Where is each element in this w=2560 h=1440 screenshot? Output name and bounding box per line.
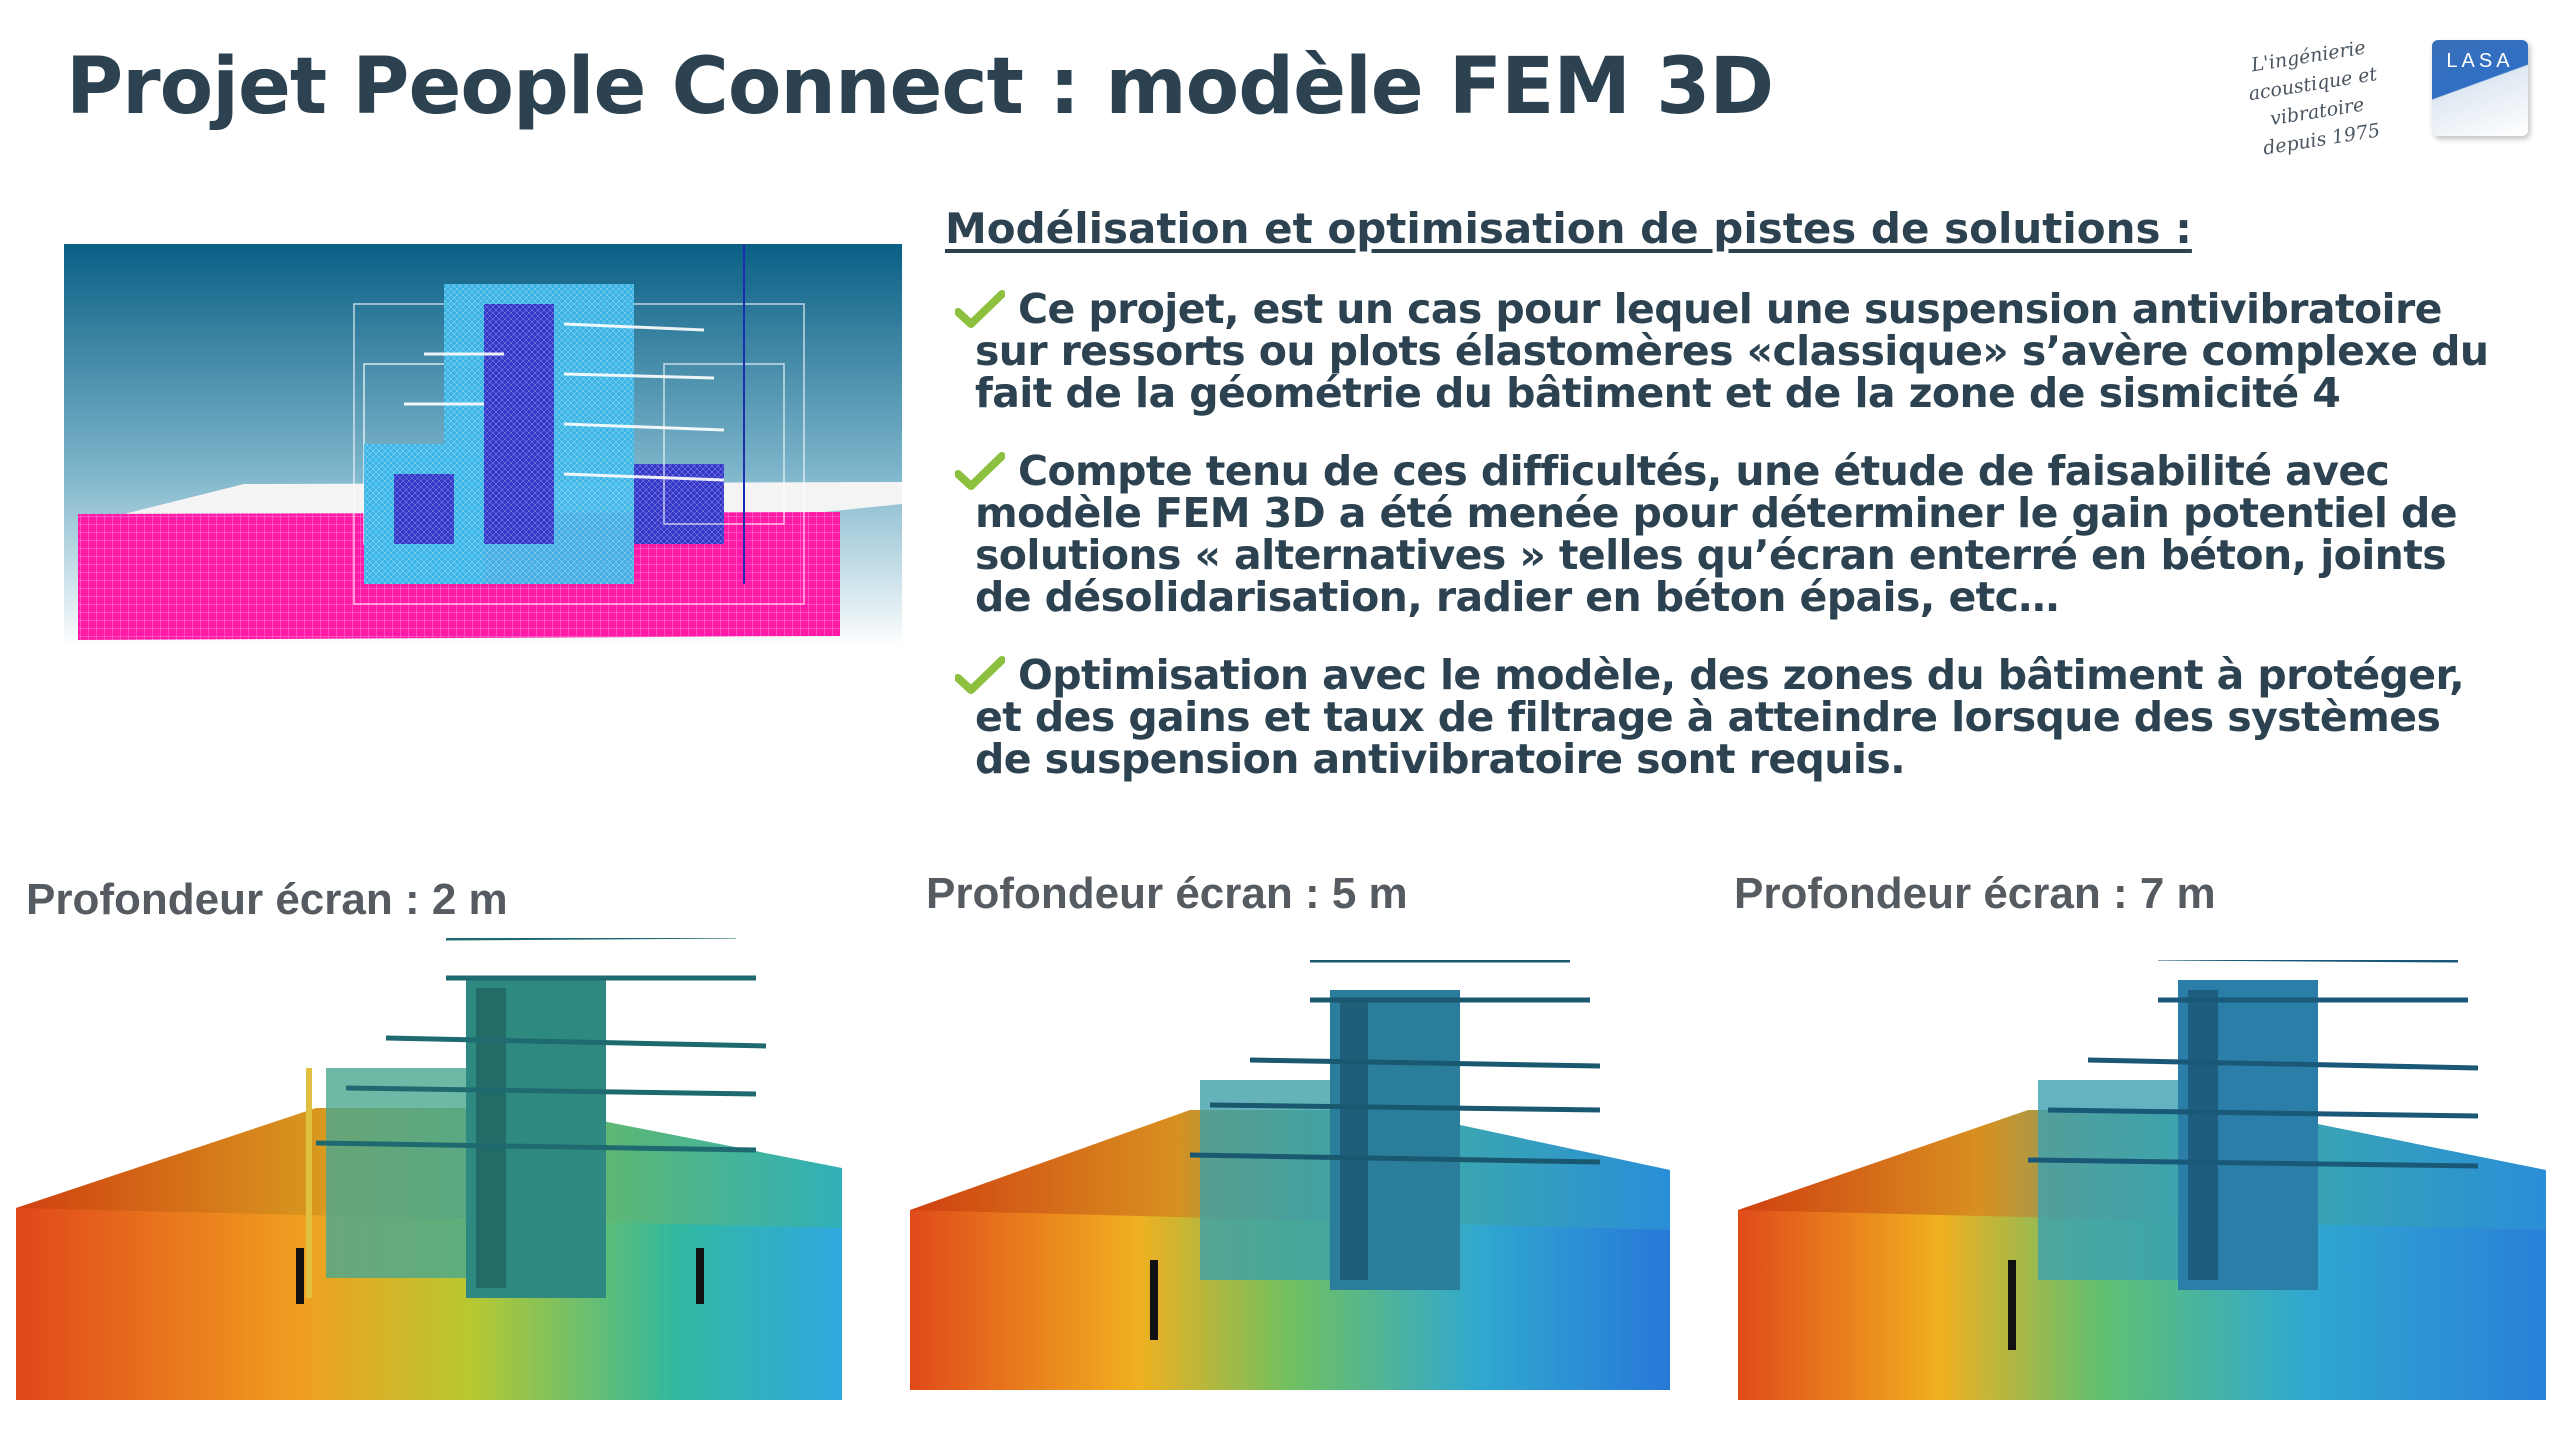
- company-logo: L'ingénierie acoustique et vibratoire de…: [2200, 36, 2530, 160]
- lasa-logo-mark: LASA: [2432, 40, 2528, 136]
- bullet-item: Optimisation avec le modèle, des zones d…: [955, 654, 2495, 780]
- logo-tagline: L'ingénierie acoustique et vibratoire de…: [2193, 25, 2438, 172]
- checkmark-icon: [955, 452, 1005, 490]
- checkmark-icon: [955, 656, 1005, 694]
- logo-brand: LASA: [2446, 50, 2514, 72]
- simulation-image-7m: [1738, 960, 2546, 1400]
- fem-mesh-model-image: [64, 244, 902, 648]
- section-heading: Modélisation et optimisation de pistes d…: [945, 204, 2192, 253]
- bullet-list: Ce projet, est un cas pour lequel une su…: [955, 288, 2495, 816]
- simulation-caption-5m: Profondeur écran : 5 m: [926, 869, 1408, 918]
- bullet-text: Ce projet, est un cas pour lequel une su…: [975, 285, 2489, 417]
- page-title: Projet People Connect : modèle FEM 3D: [66, 42, 1774, 132]
- simulation-image-5m: [910, 960, 1670, 1390]
- simulation-caption-7m: Profondeur écran : 7 m: [1734, 869, 2216, 918]
- bullet-item: Ce projet, est un cas pour lequel une su…: [955, 288, 2495, 414]
- simulation-image-2m: [16, 938, 842, 1400]
- bullet-item: Compte tenu de ces difficultés, une étud…: [955, 450, 2495, 618]
- bullet-text: Compte tenu de ces difficultés, une étud…: [975, 447, 2458, 621]
- bullet-text: Optimisation avec le modèle, des zones d…: [975, 651, 2465, 783]
- simulation-caption-2m: Profondeur écran : 2 m: [26, 875, 508, 924]
- checkmark-icon: [955, 290, 1005, 328]
